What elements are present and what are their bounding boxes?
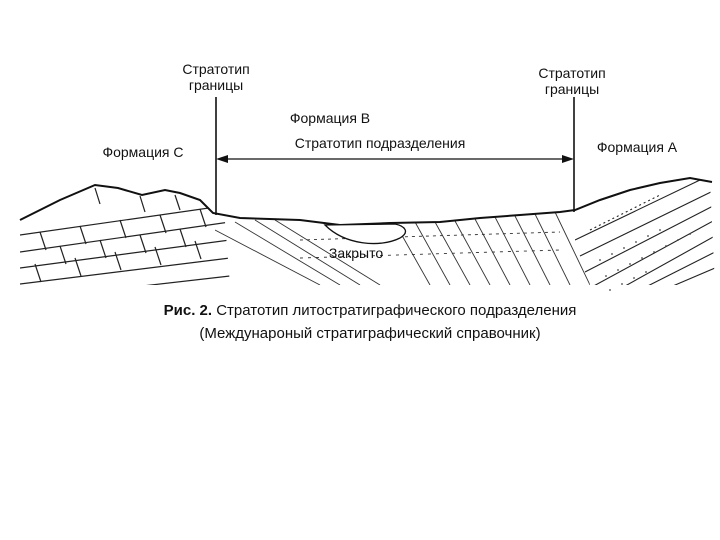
covered-label: Закрыто: [328, 245, 384, 261]
figure-caption-line2: (Междунароный стратиграфический справочн…: [199, 325, 541, 342]
stratotype-right-line1: Стратотип: [538, 65, 606, 81]
unit-stratotype-label: Стратотип подразделения: [294, 135, 466, 151]
caption-text-line1: Стратотип литостратиграфического подразд…: [216, 302, 577, 319]
figure-number: Рис. 2.: [163, 302, 213, 319]
ground-surface: [19, 176, 713, 227]
formation-c-label: Формация С: [102, 144, 184, 160]
stratotype-boundary-left-label: Стратотип границы: [166, 61, 266, 93]
formation-a-beds: [575, 179, 715, 285]
stratotype-right-line2: границы: [544, 81, 600, 97]
stratotype-left-line1: Стратотип: [182, 61, 250, 77]
unit-span-arrow: [216, 155, 574, 163]
stratotype-boundary-right-label: Стратотип границы: [522, 65, 622, 97]
formation-b-beds: [215, 211, 590, 285]
formation-a-label: Формация А: [596, 139, 678, 155]
formation-a-stipple: [599, 229, 691, 291]
formation-b-label: Формация В: [289, 110, 371, 126]
covered-zone: [323, 223, 407, 245]
figure-caption-line1: Рис. 2. Стратотип литостратиграфического…: [60, 302, 680, 319]
formation-c-beds: [20, 187, 230, 285]
stratotype-left-line2: границы: [188, 77, 244, 93]
